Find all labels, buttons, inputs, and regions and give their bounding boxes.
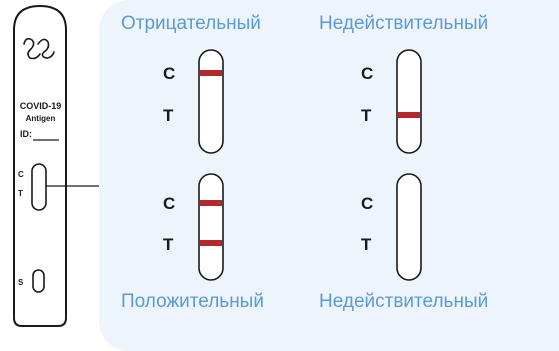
result-positive-c-label: C (163, 194, 176, 213)
result-invalid-1-c-label: C (361, 64, 374, 83)
cassette-result-window (31, 163, 47, 211)
cassette-subtitle: Antigen (25, 114, 56, 123)
result-label-negative: Отрицательный (121, 13, 261, 34)
result-invalid-1-t-line (398, 112, 420, 118)
cassette-c-mark: C (18, 170, 24, 179)
cassette-s-mark: S (18, 278, 24, 287)
result-invalid-1-t-label: T (361, 106, 372, 125)
result-negative-c-line (200, 70, 222, 76)
result-positive-t-label: T (163, 235, 174, 254)
result-negative-window (198, 49, 224, 154)
result-invalid-2-window (396, 173, 422, 281)
result-positive-window (198, 173, 224, 281)
result-label-invalid-1: Недействительный (319, 13, 489, 34)
cassette-sample-well (32, 269, 45, 293)
result-label-positive: Положительный (121, 291, 264, 312)
result-negative-c-label: C (163, 64, 176, 83)
cassette-t-mark: T (18, 189, 23, 198)
cassette-logo-icon (23, 37, 55, 60)
result-invalid-1-window (396, 49, 422, 154)
result-positive-c-line (200, 200, 222, 206)
result-positive-t-line (200, 240, 222, 246)
results-panel (99, 0, 559, 351)
result-invalid-2-c-label: C (361, 194, 374, 213)
result-label-invalid-2: Недействительный (319, 291, 489, 312)
result-invalid-2-t-label: T (361, 235, 372, 254)
cassette-title: COVID-19 (19, 101, 62, 111)
cassette-id-label: ID: (20, 129, 32, 139)
result-negative-t-label: T (163, 106, 174, 125)
